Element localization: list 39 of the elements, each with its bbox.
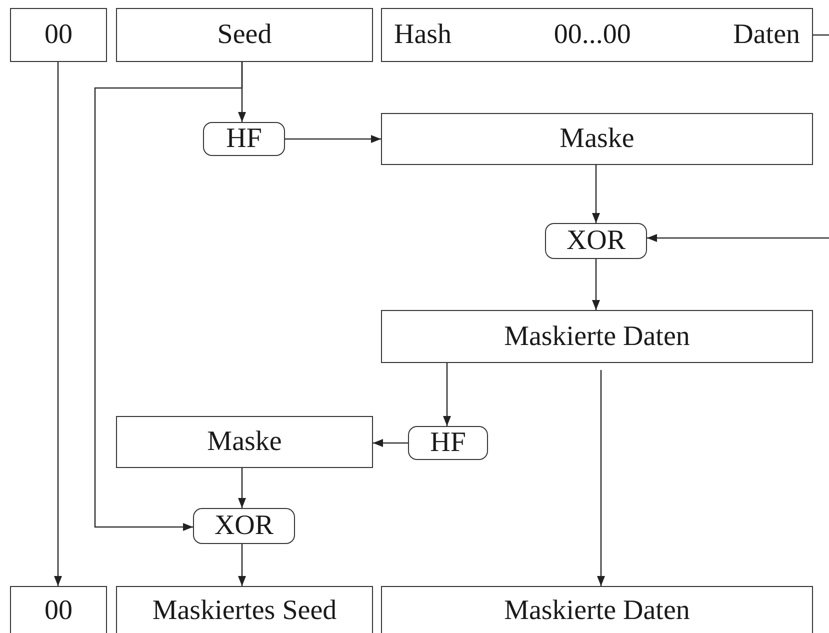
block-label: Daten [733,21,800,49]
data-block [116,586,373,633]
data-block [381,8,813,62]
block-label: HF [226,125,262,153]
arrow [592,165,600,223]
block-label: HF [430,429,466,457]
data-block [116,416,373,468]
block-label: Maske [207,428,282,456]
data-block [381,586,813,633]
arrow [238,544,246,586]
block-label: 00...00 [554,21,631,49]
arrow [94,62,243,531]
block-label: Maskierte Daten [504,322,690,350]
function-box [203,122,285,156]
block-label: Hash [394,21,452,49]
data-block [10,8,107,62]
block-label: Seed [217,21,272,49]
arrow [443,363,451,426]
arrow [238,468,246,508]
arrow [592,259,600,310]
data-block [116,8,373,62]
block-label: Maske [560,125,634,153]
block-label: 00 [44,597,72,625]
arrow [373,439,408,447]
data-block [381,113,813,165]
data-block [381,310,813,363]
arrow [647,34,829,242]
function-box [408,426,488,460]
block-label: XOR [214,512,274,540]
data-block [10,586,107,633]
function-box [193,508,295,544]
arrow [285,135,381,143]
block-label: Maskiertes Seed [152,597,337,625]
arrow [54,62,62,586]
block-label: 00 [44,21,72,49]
arrow [597,370,605,586]
block-label: XOR [566,227,626,255]
block-label: Maskierte Daten [504,597,690,625]
function-box [545,223,647,259]
